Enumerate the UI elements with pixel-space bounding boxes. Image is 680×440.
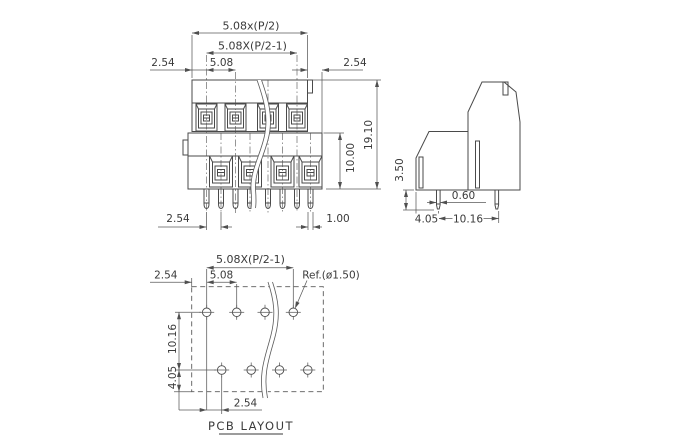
pcb-hole <box>299 362 316 378</box>
pcb-hole <box>257 304 273 321</box>
dim-front-top-pitch-full: 5.08x(P/2) <box>223 20 280 33</box>
dim-front-right-offset: 2.54 <box>343 57 367 69</box>
upper-housing <box>191 79 308 104</box>
dim-front-pitch: 5.08 <box>210 57 233 69</box>
dim-pcb-stagger: 2.54 <box>234 398 258 410</box>
dim-pcb-left-offset: 2.54 <box>154 269 178 281</box>
dim-side-pin-thickness: 0.60 <box>452 190 475 202</box>
pcb-layout-title: PCB LAYOUT <box>208 419 294 433</box>
dim-pcb-row-spacing: 10.16 <box>167 324 179 354</box>
pcb-hole <box>285 304 302 321</box>
pin <box>494 189 500 210</box>
dim-side-front-pin-offset: 4.05 <box>415 213 438 225</box>
dim-front-left-offset: 2.54 <box>151 57 175 69</box>
pcb-hole <box>228 304 245 321</box>
pcb-hole <box>198 304 215 321</box>
pin <box>436 189 441 210</box>
pcb-layout-view: 5.08X(P/2-1) 2.54 5.08 Ref.(ø1.50) 10.16… <box>150 253 360 435</box>
dim-side-pin-length: 3.50 <box>394 158 406 181</box>
front-view: 5.08x(P/2) 5.08X(P/2-1) 2.54 5.08 2.54 1… <box>150 20 381 230</box>
lower-housing-tab <box>182 139 189 156</box>
dim-front-lower-height: 10.00 <box>345 143 357 173</box>
upper-housing-tab <box>307 79 313 94</box>
side-view: 3.50 0.60 4.05 10.16 <box>394 81 521 225</box>
side-profile <box>415 81 521 191</box>
dim-pcb-pitch: 5.08 <box>210 269 233 281</box>
pcb-outline <box>191 286 324 393</box>
dim-front-top-pitch-minus1: 5.08X(P/2-1) <box>218 40 287 53</box>
pcb-hole <box>213 362 230 378</box>
dim-pcb-bottom-margin: 4.05 <box>167 366 179 389</box>
dim-front-pin-stagger: 2.54 <box>166 213 190 225</box>
dim-side-row-spacing: 10.16 <box>453 213 483 225</box>
pcb-hole <box>243 362 260 378</box>
dim-front-pin-width: 1.00 <box>326 213 349 225</box>
dim-front-total-height: 19.10 <box>363 120 375 150</box>
dim-pcb-hole-ref: Ref.(ø1.50) <box>302 269 360 281</box>
pcb-hole <box>271 362 288 378</box>
dim-pcb-top-pitch-minus1: 5.08X(P/2-1) <box>216 253 285 266</box>
